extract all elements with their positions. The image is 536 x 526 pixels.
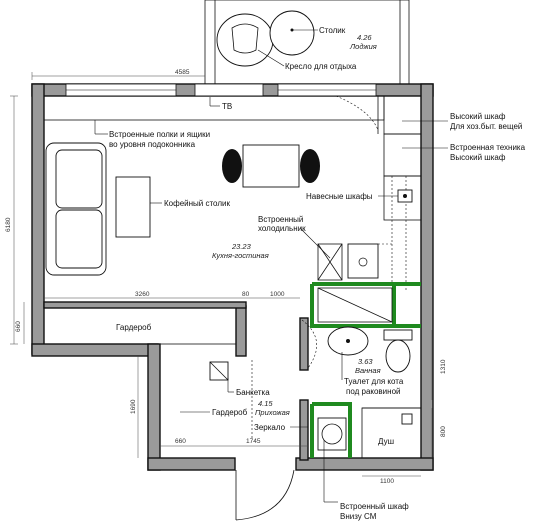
entrance-door-icon [235, 469, 295, 521]
dim-bottom-1745: 1745 [246, 438, 261, 445]
label-wardrobe: Гардероб [116, 323, 152, 332]
label-coffee-table: Кофейный столик [164, 199, 230, 208]
loggia-name: Лоджия [349, 42, 377, 51]
dim-top-width: 4585 [175, 69, 190, 76]
dim-left-height: 6180 [5, 217, 12, 232]
dimension-lines [10, 72, 433, 477]
window-shelves [43, 95, 385, 121]
toilet-icon [383, 329, 413, 373]
dim-shower-width: 1100 [380, 478, 394, 485]
label-tall-cabinet-2: Для хоз.быт. вещей [450, 122, 522, 131]
living-name: Кухня-гостиная [212, 251, 269, 260]
label-bench: Банкетка [236, 388, 270, 397]
label-hall-wardrobe: Гардероб [212, 408, 248, 417]
dim-left-660: 660 [15, 321, 22, 332]
walls [31, 0, 434, 471]
coffee-table-icon [115, 176, 151, 238]
label-shower: Душ [378, 437, 394, 446]
label-fridge-2: холодильник [258, 224, 306, 233]
table-icon [269, 10, 315, 56]
dim-hall-height: 1690 [130, 399, 137, 414]
windows [65, 83, 377, 97]
washing-machine-icon [317, 417, 347, 451]
kitchen-cabinets [383, 95, 422, 290]
fridge-sink-area [317, 243, 392, 281]
label-wall-cabinets: Навесные шкафы [306, 192, 373, 201]
bathroom [299, 287, 413, 373]
label-tv: ТВ [222, 102, 232, 111]
hall-area: 4.15 [258, 399, 273, 408]
hall [209, 360, 253, 440]
loggia-area: 4.26 [357, 33, 372, 42]
label-armchair: Кресло для отдыха [285, 62, 357, 71]
armchair-icon [216, 13, 274, 67]
wardrobe [43, 307, 237, 345]
dining-table-icon [222, 144, 320, 188]
label-tray-2: под раковиной [346, 387, 401, 396]
dim-shower-height: 800 [440, 426, 447, 437]
label-tall-cabinet-1: Высокий шкаф [450, 112, 506, 121]
label-appliances-2: Высокий шкаф [450, 153, 506, 162]
bath-area: 3.63 [358, 357, 373, 366]
sofa-icon [45, 142, 107, 276]
label-fridge-1: Встроенный [258, 215, 303, 224]
dim-wardrobe-width: 3260 [135, 291, 150, 298]
label-shelves-1: Встроенные полки и ящики [109, 130, 210, 139]
label-appliances-1: Встроенная техника [450, 143, 526, 152]
label-builtin-cab-2: Внизу СМ [340, 512, 377, 521]
dim-bath-height: 1310 [440, 359, 447, 374]
label-builtin-cab-1: Встроенный шкаф [340, 502, 409, 511]
hall-name: Прихожая [255, 408, 290, 417]
dim-gap-80: 80 [242, 291, 250, 298]
dim-partition-1000: 1000 [270, 291, 285, 298]
bath-name: Ванная [355, 366, 381, 375]
label-table: Столик [319, 26, 346, 35]
new-partitions [310, 282, 421, 458]
label-shelves-2: во уровня подоконника [109, 140, 196, 149]
living-area: 23.23 [231, 242, 252, 251]
dim-bottom-660: 660 [175, 438, 186, 445]
label-tray-1: Туалет для кота [344, 377, 404, 386]
loggia [214, 0, 401, 84]
label-mirror: Зеркало [254, 423, 286, 432]
